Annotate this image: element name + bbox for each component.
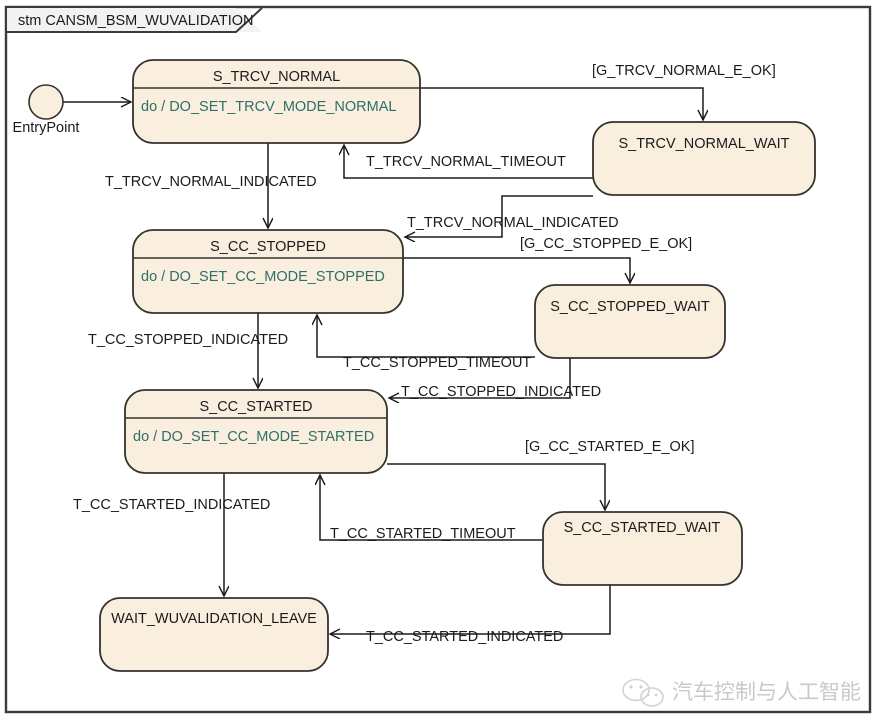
edge-label-t-cc-started-indicated-left: T_CC_STARTED_INDICATED xyxy=(73,497,270,513)
state-title-wait-wuvalidation-leave: WAIT_WUVALIDATION_LEAVE xyxy=(111,611,317,627)
edge-label-t-cc-started-timeout: T_CC_STARTED_TIMEOUT xyxy=(330,526,516,542)
state-box[interactable] xyxy=(99,597,329,672)
entry-point-label: EntryPoint xyxy=(13,120,80,136)
edge-label-g-trcv-normal-e-ok: [G_TRCV_NORMAL_E_OK] xyxy=(592,63,776,79)
state-title-s-cc-stopped: S_CC_STOPPED xyxy=(210,239,326,255)
edge-cc-started-timeout xyxy=(320,475,543,541)
state-title-s-trcv-normal-wait: S_TRCV_NORMAL_WAIT xyxy=(618,136,789,152)
edge-label-t-cc-stopped-timeout: T_CC_STOPPED_TIMEOUT xyxy=(343,355,531,371)
edge-label-g-cc-started-e-ok: [G_CC_STARTED_E_OK] xyxy=(525,439,695,455)
edge-label-t-trcv-normal-indicated-right: T_TRCV_NORMAL_INDICATED xyxy=(407,215,619,231)
state-box[interactable] xyxy=(542,511,743,586)
state-box[interactable] xyxy=(534,284,726,359)
state-box[interactable] xyxy=(124,389,388,474)
state-s-cc-stopped[interactable]: S_CC_STOPPED do / DO_SET_CC_MODE_STOPPED xyxy=(132,229,404,314)
state-title-s-cc-stopped-wait: S_CC_STOPPED_WAIT xyxy=(550,299,710,315)
state-wait-wuvalidation-leave[interactable]: WAIT_WUVALIDATION_LEAVE xyxy=(99,597,329,672)
edge-cc-started-indicated-bottom xyxy=(330,585,611,634)
entry-point-circle[interactable] xyxy=(28,84,64,120)
edge-cc-stopped-indicated-right xyxy=(389,358,571,398)
edge-label-t-cc-stopped-indicated-right: T_CC_STOPPED_INDICATED xyxy=(401,384,601,400)
state-box[interactable] xyxy=(132,59,421,144)
edge-trcv-normal-timeout xyxy=(344,145,593,179)
state-s-cc-started-wait[interactable]: S_CC_STARTED_WAIT xyxy=(542,511,743,586)
state-activity-s-cc-stopped: do / DO_SET_CC_MODE_STOPPED xyxy=(141,269,385,285)
entry-point[interactable]: EntryPoint xyxy=(13,84,80,136)
watermark-text: 汽车控制与人工智能 xyxy=(672,680,861,704)
state-title-s-trcv-normal: S_TRCV_NORMAL xyxy=(213,69,340,85)
state-title-s-cc-started: S_CC_STARTED xyxy=(199,399,312,415)
state-s-cc-started[interactable]: S_CC_STARTED do / DO_SET_CC_MODE_STARTED xyxy=(124,389,388,474)
state-box[interactable] xyxy=(592,121,816,196)
wechat-icon xyxy=(622,678,664,707)
edge-label-t-cc-started-indicated-bottom: T_CC_STARTED_INDICATED xyxy=(366,629,563,645)
transition-labels-layer: [G_TRCV_NORMAL_E_OK] T_TRCV_NORMAL_TIMEO… xyxy=(73,63,776,645)
state-activity-s-cc-started: do / DO_SET_CC_MODE_STARTED xyxy=(133,429,374,445)
edge-trcv-normal-to-wait xyxy=(420,87,703,120)
edge-label-t-trcv-normal-timeout: T_TRCV_NORMAL_TIMEOUT xyxy=(366,154,566,170)
edge-cc-stopped-to-wait xyxy=(403,257,630,283)
edge-label-t-cc-stopped-indicated-left: T_CC_STOPPED_INDICATED xyxy=(88,332,288,348)
state-s-trcv-normal[interactable]: S_TRCV_NORMAL do / DO_SET_TRCV_MODE_NORM… xyxy=(132,59,421,144)
edge-label-g-cc-stopped-e-ok: [G_CC_STOPPED_E_OK] xyxy=(520,236,692,252)
diagram-frame: stm CANSM_BSM_WUVALIDATION xyxy=(4,5,872,714)
state-title-s-cc-started-wait: S_CC_STARTED_WAIT xyxy=(564,520,721,536)
edge-cc-started-to-wait xyxy=(387,463,605,510)
watermark: 汽车控制与人工智能 xyxy=(622,678,861,707)
edge-trcv-normal-indicated-right xyxy=(405,195,593,237)
state-box[interactable] xyxy=(132,229,404,314)
state-activity-s-trcv-normal: do / DO_SET_TRCV_MODE_NORMAL xyxy=(141,99,396,115)
frame-label: stm CANSM_BSM_WUVALIDATION xyxy=(18,13,254,29)
state-s-cc-stopped-wait[interactable]: S_CC_STOPPED_WAIT xyxy=(534,284,726,359)
state-s-trcv-normal-wait[interactable]: S_TRCV_NORMAL_WAIT xyxy=(592,121,816,196)
edge-cc-stopped-timeout xyxy=(317,315,535,358)
transitions-layer xyxy=(62,87,703,634)
edge-label-t-trcv-normal-indicated-left: T_TRCV_NORMAL_INDICATED xyxy=(105,174,317,190)
